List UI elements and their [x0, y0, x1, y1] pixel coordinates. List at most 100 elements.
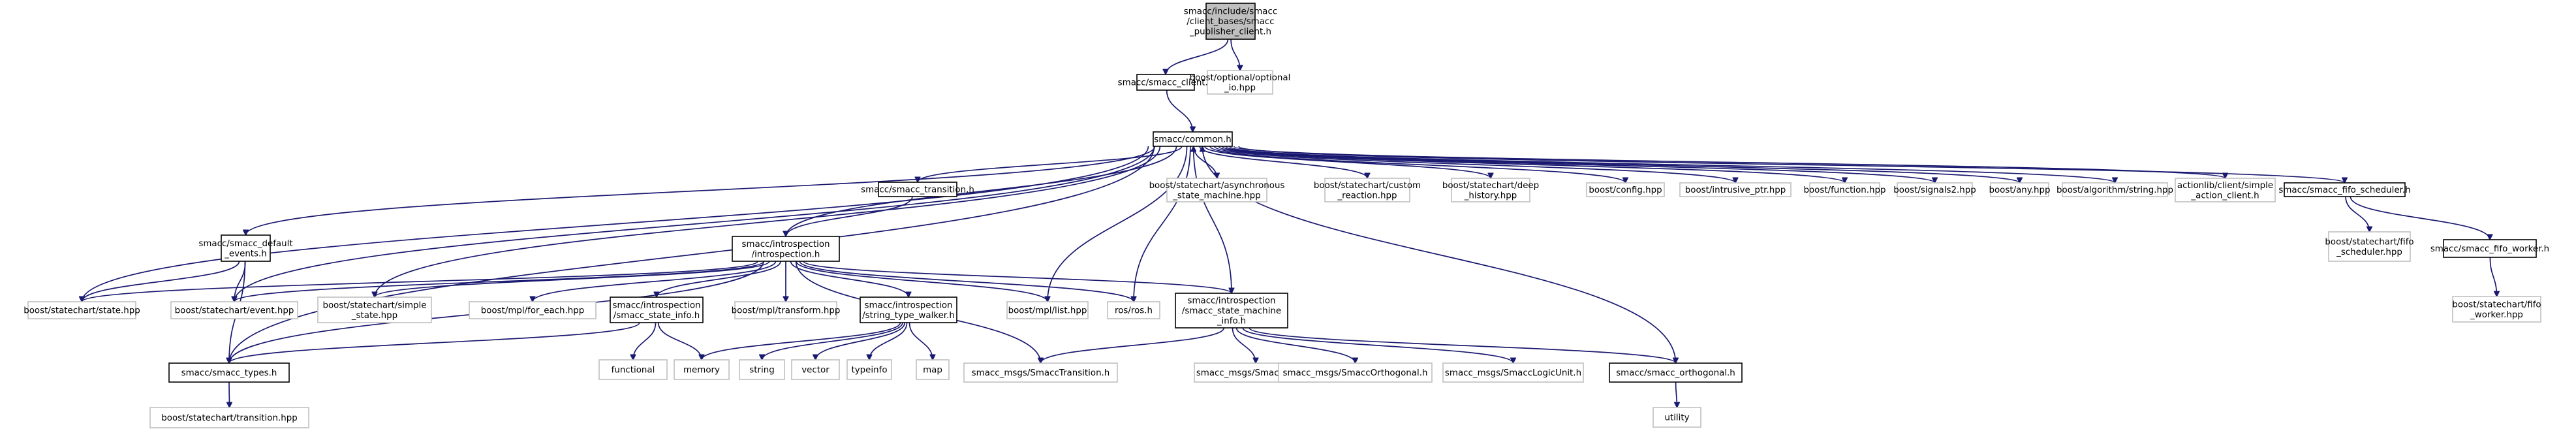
edge-line	[234, 146, 1155, 302]
node-for-each: boost/mpl/for_each.hpp	[469, 301, 597, 319]
node-common[interactable]: smacc/common.h	[1153, 131, 1233, 147]
node-label: boost/mpl/for_each.hpp	[481, 306, 585, 316]
node-box	[1442, 362, 1584, 383]
edge-line	[2350, 196, 2490, 240]
node-box	[846, 359, 892, 380]
edge-type_walker-to-memory	[702, 322, 901, 360]
edge-line	[816, 322, 906, 360]
node-label: smacc/introspection	[1187, 297, 1275, 306]
edge-line	[2345, 196, 2369, 232]
node-msg-orthogonal: smacc_msgs/SmaccOrthogonal.h	[1278, 362, 1433, 383]
edge-line	[1242, 327, 1513, 363]
node-label: boost/statechart/asynchronous	[1149, 181, 1285, 191]
node-label: functional	[612, 366, 655, 376]
node-transition[interactable]: smacc/smacc_transition.h	[861, 182, 974, 197]
edge-line	[1194, 146, 1232, 294]
edge-common-to-intrusive_ptr	[1213, 146, 1735, 184]
node-box	[1990, 182, 2049, 197]
node-box	[1653, 407, 1701, 428]
node-label: smacc/smacc_transition.h	[861, 185, 974, 195]
edge-line	[702, 322, 901, 360]
node-box	[1205, 3, 1256, 40]
node-box	[1451, 178, 1530, 202]
node-label: utility	[1664, 413, 1689, 423]
edge-line	[1229, 146, 2115, 184]
node-utility: utility	[1653, 407, 1701, 428]
edge-line	[799, 261, 1134, 302]
edge-common-to-simple_action	[1233, 146, 2226, 179]
node-smacc-client[interactable]: smacc/smacc_client.h	[1118, 74, 1214, 91]
node-default-events[interactable]: smacc/smacc_default_events.h	[198, 234, 293, 262]
node-label: boost/statechart/event.hpp	[175, 306, 294, 316]
node-function: boost/function.hpp	[1803, 182, 1886, 197]
edge-orthogonal-to-common	[1202, 146, 1677, 364]
node-type-walker[interactable]: smacc/introspection/string_type_walker.h	[860, 297, 957, 323]
node-label: _scheduler.hpp	[2336, 248, 2402, 257]
edge-line	[803, 261, 1232, 294]
node-fifo-worker[interactable]: smacc/smacc_fifo_worker.h	[2430, 239, 2549, 258]
node-label: smacc/introspection	[864, 300, 952, 310]
node-root[interactable]: smacc/include/smacc/client_bases/smacc_p…	[1184, 3, 1277, 40]
node-label: boost/mpl/transform.hpp	[732, 306, 841, 316]
node-label: vector	[801, 366, 830, 376]
node-box	[317, 297, 432, 323]
edge-line	[82, 261, 240, 302]
node-async-sm: boost/statechart/asynchronous_state_mach…	[1149, 178, 1285, 202]
node-box	[739, 359, 785, 380]
node-label: _history.hpp	[1464, 191, 1517, 200]
edge-introspection-to-sm_info	[803, 261, 1232, 294]
node-sm-info[interactable]: smacc/introspection/smacc_state_machine_…	[1175, 293, 1288, 329]
edge-fifo_worker-to-fifo_worker_hpp	[2489, 257, 2496, 297]
edge-sm_info-to-msg_orthogonal	[1235, 327, 1356, 363]
edge-root-to-optional_io	[1230, 39, 1240, 71]
edge-line	[1218, 146, 1844, 184]
node-box	[2328, 231, 2411, 262]
node-box	[1166, 178, 1267, 202]
node-state-info[interactable]: smacc/introspection/smacc_state_info.h	[610, 297, 704, 323]
edge-line	[1676, 381, 1677, 408]
edge-common-to-function	[1218, 146, 1844, 184]
node-box	[2284, 182, 2406, 197]
node-simple-action: actionlib/client/simple_action_client.h	[2175, 178, 2276, 202]
node-map: map	[916, 359, 950, 380]
node-orthogonal[interactable]: smacc/smacc_orthogonal.h	[1609, 362, 1743, 383]
node-box	[1107, 301, 1160, 319]
node-label: boost/statechart/transition.hpp	[161, 413, 297, 423]
dependency-edges	[82, 39, 2497, 408]
node-fifo-scheduler[interactable]: smacc/smacc_fifo_scheduler.h	[2278, 182, 2411, 197]
node-label: _state.hpp	[351, 311, 397, 321]
edge-introspection-to-for_each	[533, 261, 777, 302]
edge-line	[1213, 146, 1735, 184]
node-label: boost/signals2.hpp	[1893, 185, 1976, 195]
edge-root-to-smacc_client	[1166, 39, 1229, 74]
edge-introspection-to-type_walker	[790, 261, 908, 297]
node-box	[221, 234, 271, 262]
node-box	[732, 236, 840, 262]
node-box	[2175, 178, 2276, 202]
node-box	[1136, 74, 1195, 91]
node-smacc-types[interactable]: smacc/smacc_types.h	[168, 362, 290, 383]
node-label: _publisher_client.h	[1189, 27, 1271, 37]
edge-sm_info-to-orthogonal	[1249, 327, 1675, 364]
node-label: _info.h	[1217, 317, 1246, 327]
edge-common-to-ros	[1134, 146, 1191, 302]
edge-line	[1041, 327, 1225, 363]
node-introspection[interactable]: smacc/introspection/introspection.h	[732, 236, 840, 262]
edge-common-to-deep_history	[1203, 146, 1491, 179]
edge-common-to-transition	[918, 146, 1183, 182]
node-string: string	[739, 359, 785, 380]
edge-line	[918, 146, 1183, 182]
node-label: smacc/smacc_default	[198, 239, 292, 249]
node-vector: vector	[791, 359, 840, 380]
edge-line	[1166, 89, 1193, 132]
edge-default_events-to-state_hpp	[82, 261, 240, 302]
node-label: _io.hpp	[1224, 83, 1256, 93]
node-label: _worker.hpp	[2470, 310, 2523, 320]
node-box	[674, 359, 730, 380]
node-label: boost/function.hpp	[1803, 185, 1885, 195]
edge-fifo_scheduler-to-fifo_worker	[2350, 196, 2490, 240]
node-functional: functional	[598, 359, 668, 380]
edge-common-to-default_events	[246, 146, 1156, 235]
edge-line	[246, 146, 1156, 235]
node-box	[27, 301, 136, 319]
